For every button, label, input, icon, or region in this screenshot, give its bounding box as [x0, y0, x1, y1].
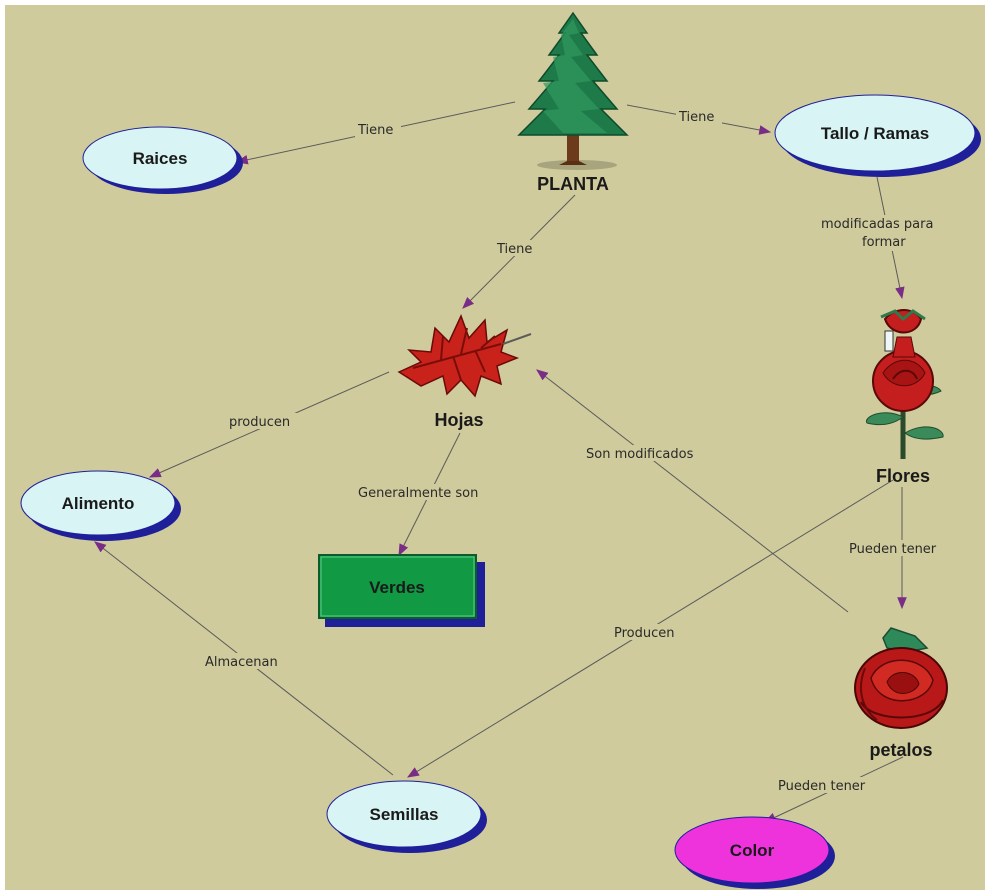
concept-map-canvas: Tiene Tiene Tiene modificadas para forma…	[5, 5, 985, 890]
node-petalos-label[interactable]: petalos	[869, 740, 932, 760]
label-flores-petalos: Pueden tener	[849, 542, 937, 557]
leaf-icon	[397, 314, 532, 398]
label-tallo-flores-1: modificadas para	[821, 217, 933, 232]
concept-map: Tiene Tiene Tiene modificadas para forma…	[20, 11, 981, 889]
tree-icon	[517, 11, 629, 170]
node-alimento-label: Alimento	[62, 494, 135, 513]
label-semillas-alimento: Almacenan	[205, 655, 278, 670]
node-alimento[interactable]: Alimento	[20, 470, 181, 541]
label-petalos-hojas: Son modificados	[586, 447, 694, 462]
node-semillas[interactable]: Semillas	[326, 780, 487, 853]
node-flores-label[interactable]: Flores	[876, 466, 930, 486]
link-labels: Tiene Tiene Tiene modificadas para forma…	[202, 108, 957, 794]
link-petalos-hojas	[536, 369, 849, 613]
node-raices[interactable]: Raices	[82, 126, 243, 194]
label-hojas-verdes: Generalmente son	[358, 486, 478, 501]
label-planta-tallo: Tiene	[678, 110, 714, 125]
node-hojas-label[interactable]: Hojas	[434, 410, 483, 430]
label-planta-hojas: Tiene	[496, 242, 532, 257]
label-tallo-flores-2: formar	[862, 235, 906, 250]
label-hojas-alimento: producen	[229, 415, 290, 430]
node-planta-label[interactable]: PLANTA	[537, 174, 609, 194]
node-tallo-ramas-label: Tallo / Ramas	[821, 124, 929, 143]
node-tallo-ramas[interactable]: Tallo / Ramas	[774, 94, 981, 177]
node-semillas-label: Semillas	[370, 805, 439, 824]
node-verdes-label: Verdes	[369, 578, 425, 597]
label-planta-raices: Tiene	[357, 123, 393, 138]
rose-flower-icon	[866, 309, 944, 459]
node-color[interactable]: Color	[674, 816, 835, 889]
node-raices-label: Raices	[133, 149, 188, 168]
node-color-label: Color	[730, 841, 775, 860]
node-verdes[interactable]: Verdes	[318, 554, 485, 627]
rose-icon	[854, 627, 948, 729]
label-flores-semillas: Producen	[614, 626, 675, 641]
label-petalos-color: Pueden tener	[778, 779, 866, 794]
